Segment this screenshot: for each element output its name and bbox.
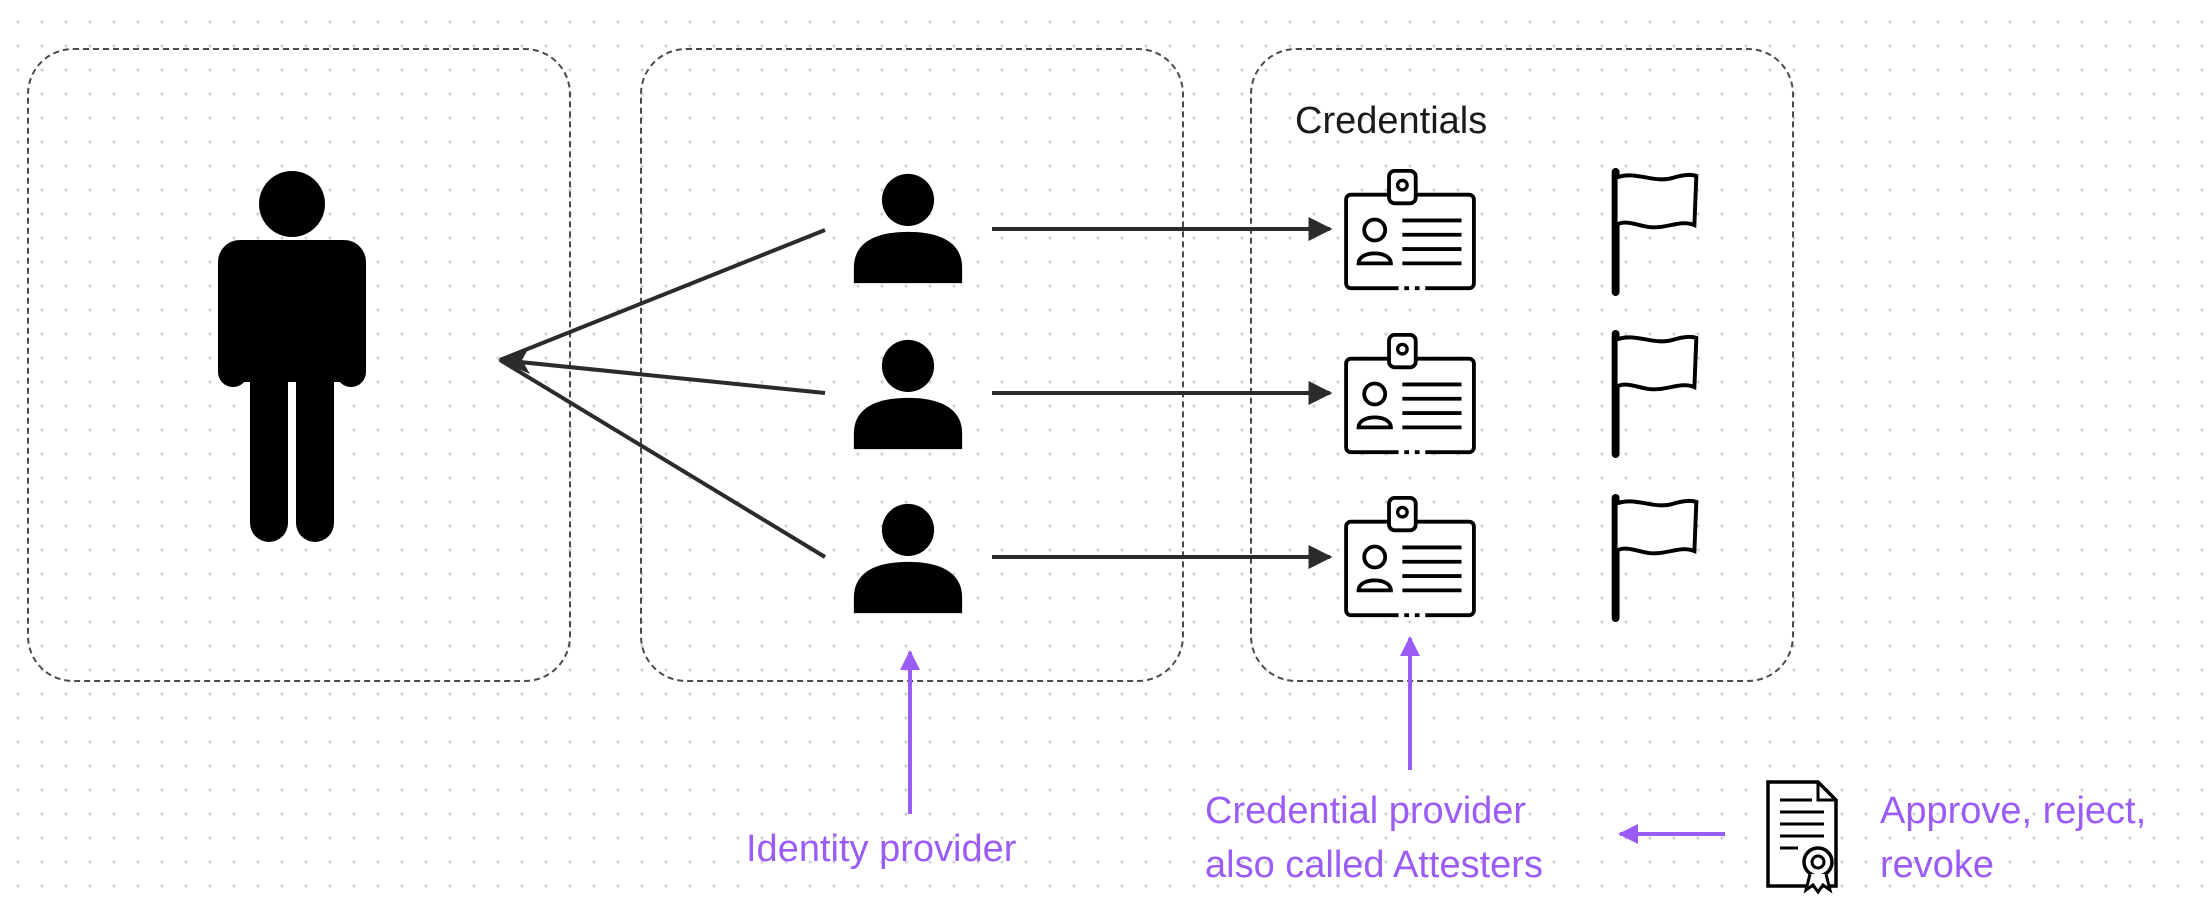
- flag-icon: [1616, 498, 1697, 618]
- id-badge-icon: [1346, 498, 1474, 615]
- approve-reject-revoke-label: Approve, reject, revoke: [1880, 784, 2146, 892]
- credentials-panel: [1250, 48, 1794, 682]
- person-panel: [27, 48, 571, 682]
- approve-line-1: Approve, reject,: [1880, 790, 2147, 832]
- identity-provider-label: Identity provider: [746, 828, 1017, 870]
- id-badge-icon: [1346, 171, 1474, 288]
- flag-icon: [1616, 172, 1697, 292]
- flag-icon: [1616, 334, 1697, 454]
- user-profile-icon: [853, 503, 963, 614]
- credential-provider-line-2: also called Attesters: [1205, 844, 1543, 886]
- id-badge-icon: [1346, 335, 1474, 452]
- user-profile-icon: [853, 173, 963, 284]
- credential-provider-line-1: Credential provider: [1205, 790, 1527, 832]
- link-line-bottom: [498, 358, 827, 559]
- link-line-middle: [499, 358, 826, 395]
- certificate-document-icon: [1766, 780, 1838, 895]
- credentials-title: Credentials: [1295, 100, 1488, 142]
- arrowhead-left: [498, 346, 530, 374]
- link-line-top: [499, 228, 826, 362]
- person-icon: [218, 171, 366, 542]
- credential-provider-label: Credential provider also called Attester…: [1205, 784, 1543, 892]
- approve-line-2: revoke: [1880, 844, 1995, 886]
- user-profile-icon: [853, 339, 963, 450]
